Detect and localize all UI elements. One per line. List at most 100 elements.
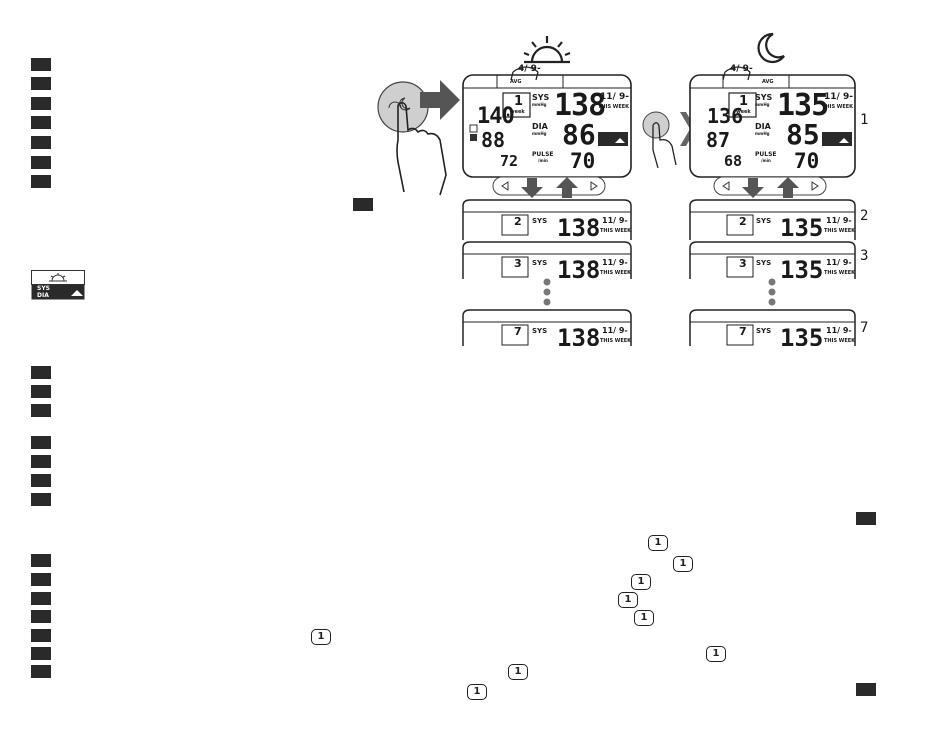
nav-buttons-morning bbox=[492, 176, 606, 198]
morning-date-side: 11/ 9- bbox=[600, 92, 629, 102]
evening-w2-date: 11/ 9- bbox=[826, 216, 852, 225]
language-marker bbox=[31, 156, 51, 169]
evening-w2-sys-label: SYS bbox=[756, 217, 772, 225]
evening-week-label: week bbox=[736, 109, 751, 115]
evening-date-side: 11/ 9- bbox=[824, 92, 853, 102]
language-marker bbox=[31, 366, 51, 379]
button-1-reference: 1 bbox=[631, 574, 651, 590]
morning-date-top: 4/ 9- bbox=[518, 64, 541, 74]
morning-avg-label: AVG bbox=[510, 79, 522, 85]
language-marker bbox=[31, 436, 51, 449]
sunrise-indicator-icon: SYS DIA bbox=[31, 270, 85, 300]
evening-dia-unit: mmHg bbox=[755, 131, 770, 136]
evening-week-3-number: 3 bbox=[739, 257, 747, 270]
morning-dia-avg: 86 bbox=[562, 118, 596, 151]
morning-pulse-avg: 70 bbox=[570, 149, 596, 173]
morning-w7-this-week: THIS WEEK bbox=[600, 338, 632, 344]
language-marker bbox=[31, 610, 51, 623]
evening-week-number: 1 bbox=[739, 94, 749, 109]
evening-pulse-unit: /min bbox=[761, 158, 771, 163]
nav-buttons-evening bbox=[713, 176, 827, 198]
language-marker bbox=[31, 385, 51, 398]
language-marker bbox=[31, 592, 51, 605]
evening-w7-sys-label: SYS bbox=[756, 327, 772, 335]
morning-w3-this-week: THIS WEEK bbox=[600, 270, 632, 276]
morning-w7-date: 11/ 9- bbox=[602, 326, 628, 335]
evening-sys-label: SYS bbox=[755, 93, 773, 102]
morning-week-number: 1 bbox=[514, 94, 524, 109]
language-marker bbox=[31, 175, 51, 188]
evening-week-7-number: 7 bbox=[739, 325, 747, 338]
evening-date-top: 4/ 9- bbox=[730, 64, 753, 74]
morning-w2-sys: 138 bbox=[557, 214, 601, 240]
step-number-1: 1 bbox=[860, 112, 869, 128]
evening-sys-unit: mmHg bbox=[755, 102, 770, 107]
evening-w7-date: 11/ 9- bbox=[826, 326, 852, 335]
indicator-dia-label: DIA bbox=[37, 292, 49, 299]
morning-w2-this-week: THIS WEEK bbox=[600, 228, 632, 234]
language-marker bbox=[856, 683, 876, 696]
morning-left-dia: 88 bbox=[481, 128, 506, 152]
language-marker bbox=[31, 136, 51, 149]
button-1-reference: 1 bbox=[311, 629, 331, 645]
evening-pulse-label: PULSE bbox=[755, 151, 777, 158]
language-marker bbox=[31, 629, 51, 642]
hand-pressing-button-icon bbox=[377, 81, 447, 196]
morning-w3-sys-label: SYS bbox=[532, 259, 548, 267]
evening-w3-date: 11/ 9- bbox=[826, 258, 852, 267]
evening-avg-label: AVG bbox=[762, 79, 774, 85]
evening-left-pulse: 68 bbox=[724, 152, 743, 170]
evening-sys-avg: 135 bbox=[777, 88, 829, 123]
language-marker bbox=[31, 474, 51, 487]
morning-pulse-label: PULSE bbox=[532, 151, 554, 158]
button-1-reference: 1 bbox=[634, 610, 654, 626]
morning-dia-unit: mmHg bbox=[532, 131, 547, 136]
language-marker bbox=[31, 97, 51, 110]
button-1-reference: 1 bbox=[618, 592, 638, 608]
evening-left-sys: 136 bbox=[707, 104, 744, 128]
morning-week-7-number: 7 bbox=[514, 325, 522, 338]
step-number-2: 2 bbox=[860, 208, 869, 224]
language-marker bbox=[31, 554, 51, 567]
evening-w2-this-week: THIS WEEK bbox=[824, 228, 856, 234]
language-marker bbox=[31, 493, 51, 506]
indicator-sys-label: SYS bbox=[37, 285, 50, 292]
evening-w7-sys: 135 bbox=[780, 324, 824, 346]
morning-lcd bbox=[462, 66, 632, 178]
language-marker bbox=[31, 573, 51, 586]
language-marker bbox=[31, 77, 51, 90]
evening-dia-avg: 85 bbox=[786, 118, 820, 151]
step-number-3: 3 bbox=[860, 248, 869, 264]
evening-lcd bbox=[689, 66, 856, 178]
morning-w7-sys: 138 bbox=[557, 324, 601, 346]
morning-sys-avg: 138 bbox=[554, 88, 606, 123]
arrow-right-icon bbox=[420, 80, 460, 120]
step-number-7: 7 bbox=[860, 320, 869, 336]
morning-this-week: THIS WEEK bbox=[598, 104, 630, 110]
morning-w2-sys-label: SYS bbox=[532, 217, 548, 225]
morning-left-sys: 140 bbox=[477, 104, 515, 129]
sun-icon bbox=[523, 36, 571, 64]
evening-left-dia: 87 bbox=[706, 128, 731, 152]
language-marker bbox=[31, 58, 51, 71]
button-1-reference: 1 bbox=[508, 664, 528, 680]
morning-sys-label: SYS bbox=[532, 93, 550, 102]
moon-icon bbox=[757, 32, 785, 64]
evening-w3-sys-label: SYS bbox=[756, 259, 772, 267]
evening-w7-this-week: THIS WEEK bbox=[824, 338, 856, 344]
language-marker bbox=[31, 647, 51, 660]
language-marker bbox=[856, 512, 876, 525]
button-1-reference: 1 bbox=[648, 535, 668, 551]
morning-sys-unit: mmHg bbox=[532, 102, 547, 107]
continuation-dots bbox=[543, 278, 776, 306]
language-marker bbox=[31, 455, 51, 468]
evening-week-2-number: 2 bbox=[739, 215, 747, 228]
evening-w2-sys: 135 bbox=[780, 214, 824, 240]
evening-w3-sys: 135 bbox=[780, 256, 824, 279]
evening-pulse-avg: 70 bbox=[794, 149, 820, 173]
language-marker bbox=[31, 404, 51, 417]
morning-left-pulse: 72 bbox=[500, 152, 519, 170]
morning-dia-label: DIA bbox=[532, 122, 548, 131]
language-marker bbox=[31, 665, 51, 678]
